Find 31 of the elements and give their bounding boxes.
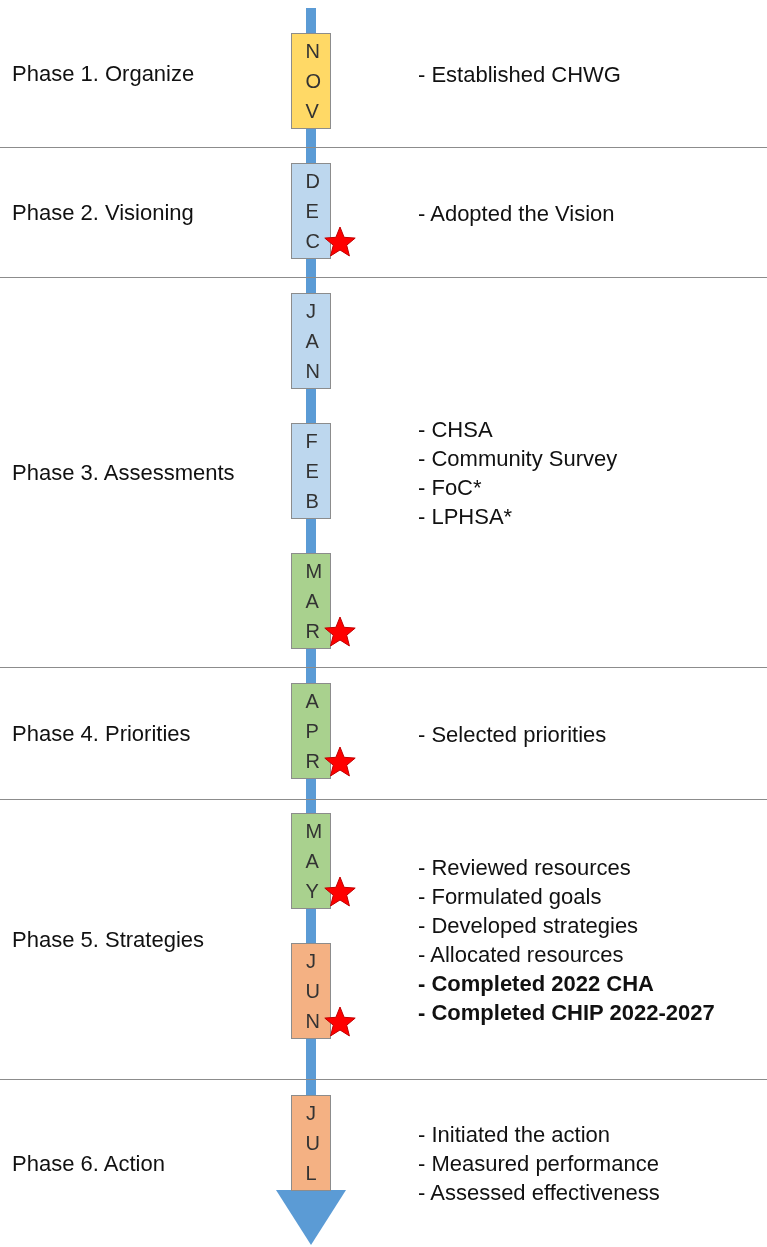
milestone-text: - Allocated resources	[418, 941, 624, 969]
phase-label: Phase 3. Assessments	[12, 460, 235, 486]
month-box: FEB	[291, 423, 331, 519]
milestone-text: - Established CHWG	[418, 60, 621, 89]
milestone-text: - Completed 2022 CHA	[418, 970, 654, 998]
month-box: MAY	[291, 813, 331, 909]
milestone-text: - Developed strategies	[418, 912, 639, 940]
month-box: APR	[291, 683, 331, 779]
month-box: JUL	[291, 1095, 331, 1191]
phase-label: Phase 2. Visioning	[12, 200, 194, 226]
phase-label: Phase 1. Organize	[12, 61, 195, 87]
milestone-text: - FoC*	[418, 474, 482, 502]
milestone-text: - Community Survey	[418, 445, 618, 473]
phase-label: Phase 5. Strategies	[12, 927, 204, 953]
month-box: JUN	[291, 943, 331, 1039]
milestone-text: - Completed CHIP 2022-2027	[418, 999, 715, 1027]
milestone-text: - Adopted the Vision	[418, 199, 615, 228]
milestone-text: - Selected priorities	[418, 720, 607, 749]
month-box: JAN	[291, 293, 331, 389]
month-box: MAR	[291, 553, 331, 649]
month-box: DEC	[291, 163, 331, 259]
milestone-text: - LPHSA*	[418, 503, 513, 531]
month-box: NOV	[291, 33, 331, 129]
phase-label: Phase 4. Priorities	[12, 721, 191, 747]
milestone-text: - CHSA	[418, 416, 493, 444]
milestone-text: - Formulated goals	[418, 883, 602, 911]
phase-label: Phase 6. Action	[12, 1150, 165, 1177]
milestone-text: - Reviewed resources	[418, 854, 631, 882]
milestone-text: - Measured performance	[418, 1150, 659, 1178]
milestone-text: - Initiated the action	[418, 1121, 610, 1149]
milestone-text: - Assessed effectiveness	[418, 1179, 660, 1207]
